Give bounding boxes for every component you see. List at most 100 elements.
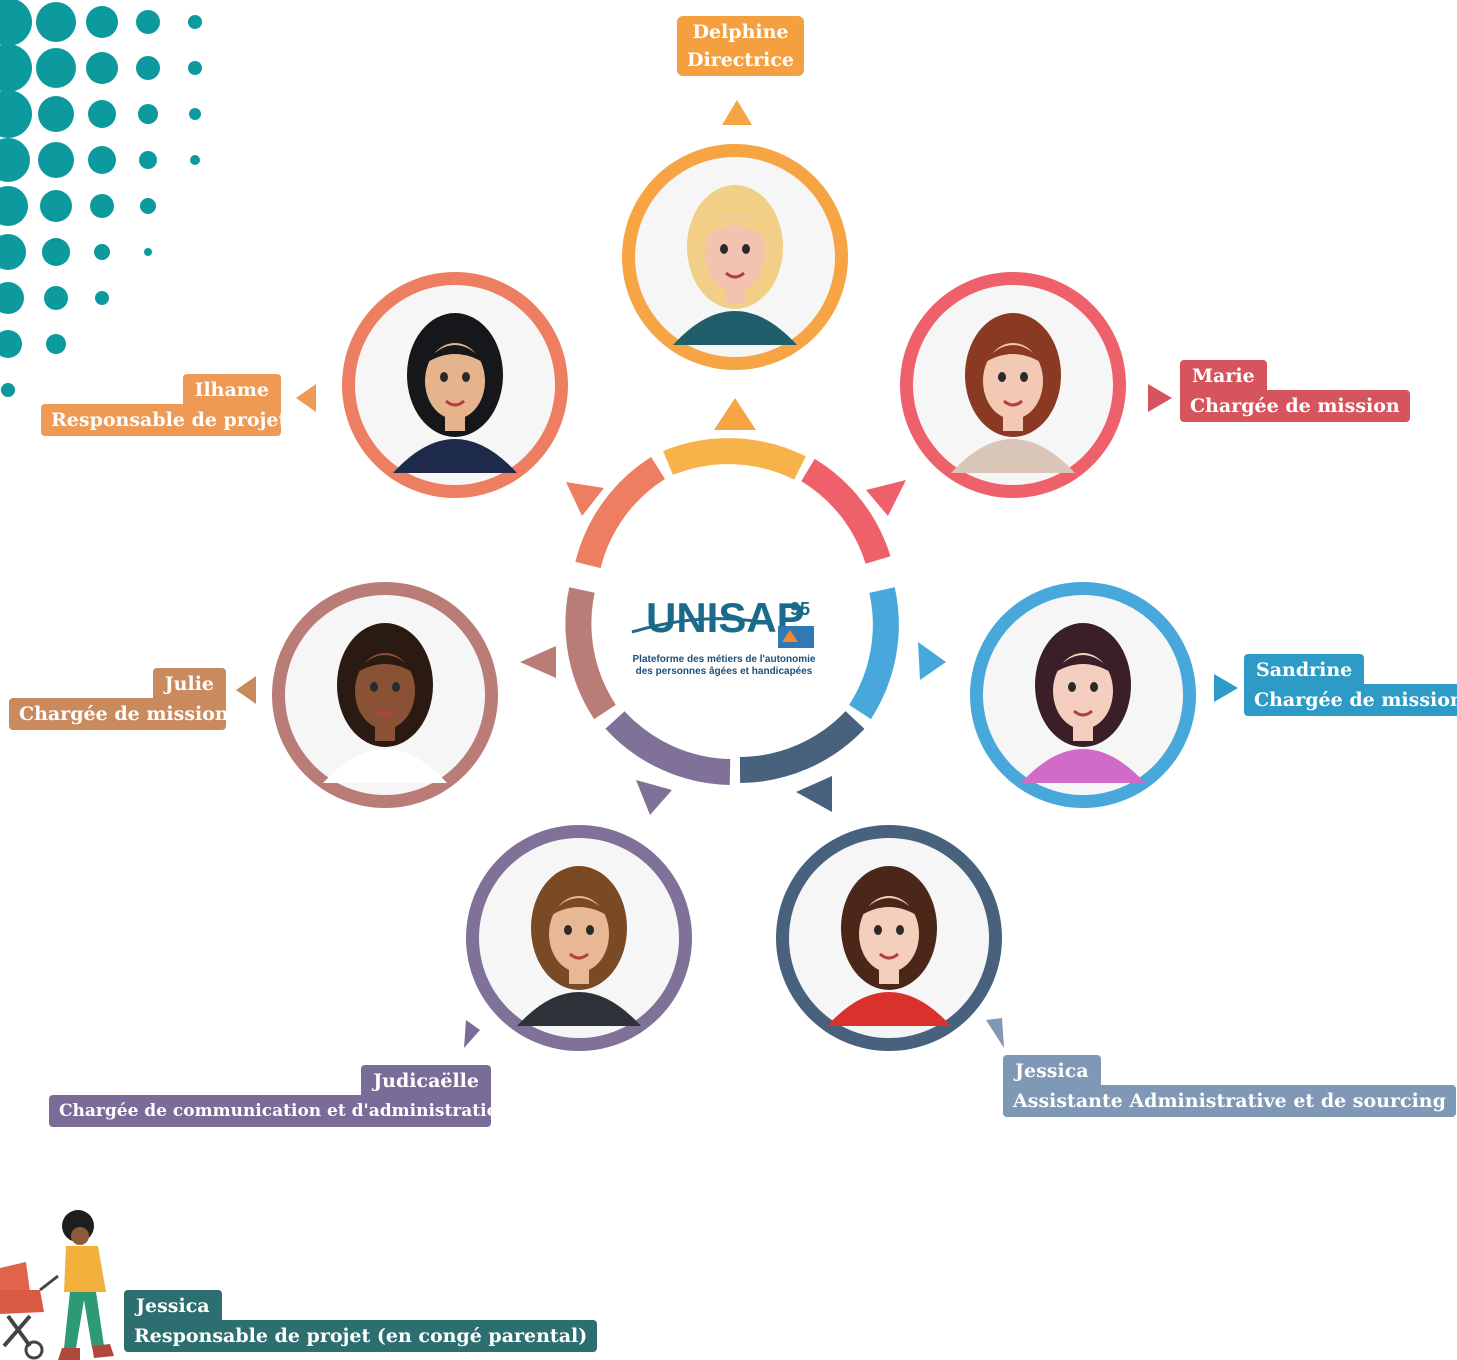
- decorative-dot: [136, 56, 160, 80]
- connector-arrows: [236, 100, 1238, 1048]
- decorative-dot: [88, 146, 116, 174]
- avatar-delphine: [622, 144, 848, 370]
- woman-with-stroller-icon: [0, 1210, 114, 1360]
- decorative-dot: [44, 286, 68, 310]
- avatar-julie: [272, 582, 498, 808]
- cycle-arc-left: [565, 587, 616, 720]
- label-name: Jessica: [124, 1290, 222, 1322]
- label-name: Judicaëlle: [361, 1065, 491, 1097]
- decorative-dot: [95, 291, 109, 305]
- label-jessica-parental-leave: Jessica Responsable de projet (en congé …: [124, 1290, 598, 1352]
- label-name: Julie: [152, 668, 226, 700]
- logo-brand-sup: 95: [790, 599, 810, 619]
- logo-badge: [778, 626, 814, 648]
- auburn-curly-woman-avatar: [951, 313, 1075, 473]
- decorative-dot: [86, 52, 118, 84]
- decorative-dot: [38, 142, 74, 178]
- decorative-dot: [0, 44, 32, 92]
- arrow-to-delphine-outer: [722, 100, 752, 125]
- logo-tagline-2: des personnes âgées et handicapées: [636, 666, 813, 677]
- label-delphine: Delphine Directrice: [677, 16, 805, 76]
- cycle-arc-top-right: [801, 458, 891, 565]
- decorative-dot: [90, 194, 114, 218]
- decorative-dot: [188, 61, 202, 75]
- cycle-arc-top: [663, 438, 806, 480]
- decorative-dot: [189, 108, 201, 120]
- decorative-dot: [0, 0, 32, 46]
- decorative-dot: [0, 186, 28, 226]
- decorative-dot: [140, 198, 156, 214]
- center-cycle: [565, 438, 899, 785]
- arrow-to-marie-inner: [866, 480, 906, 516]
- label-name: Jessica: [1003, 1055, 1101, 1087]
- dark-bob-woman-avatar: [1021, 623, 1145, 783]
- avatar-judicaelle: [466, 825, 692, 1051]
- label-role: Responsable de projet (en congé parental…: [124, 1320, 598, 1352]
- decorative-dot: [188, 15, 202, 29]
- arrow-to-julie-outer: [236, 676, 256, 704]
- avatar-ilhame: [342, 272, 568, 498]
- decorative-dot: [190, 155, 200, 165]
- arrow-to-ilhame-inner: [566, 482, 604, 516]
- label-role: Responsable de projet: [41, 404, 287, 436]
- decorative-dot: [0, 138, 30, 182]
- arrow-to-ilhame-outer: [296, 384, 316, 412]
- arrow-to-delphine-inner: [714, 398, 756, 430]
- decorative-dot: [139, 151, 157, 169]
- decorative-dot: [0, 90, 32, 138]
- arrow-to-marie-outer: [1148, 384, 1172, 412]
- decorative-dot: [36, 48, 76, 88]
- label-sandrine: Sandrine Chargée de mission: [1244, 654, 1457, 716]
- decorative-dot: [136, 10, 160, 34]
- unisap-logo: UNISAP 95 Plateforme des métiers de l'au…: [631, 594, 816, 677]
- retro-winking-woman-avatar: [827, 866, 951, 1026]
- label-name: Delphine: [677, 16, 805, 48]
- label-role: Chargée de communication et d'administra…: [49, 1095, 510, 1127]
- arrow-to-jessica-outer: [986, 1018, 1004, 1048]
- decorative-dot: [94, 244, 110, 260]
- curly-brown-woman-avatar: [517, 866, 641, 1026]
- arrow-to-judicaelle-outer: [464, 1020, 480, 1048]
- arrow-to-julie-inner: [520, 646, 556, 678]
- avatar-marie: [900, 272, 1126, 498]
- decorative-dot: [144, 248, 152, 256]
- logo-tagline-1: Plateforme des métiers de l'autonomie: [633, 654, 816, 665]
- arrow-to-sandrine-inner: [918, 642, 946, 680]
- member-circles: [272, 144, 1196, 1051]
- decorative-dot: [1, 383, 15, 397]
- arrow-to-judicaelle-inner: [636, 780, 672, 815]
- arrow-to-jessica-inner: [796, 776, 832, 812]
- cycle-arc-bottom-left: [605, 711, 731, 785]
- decorative-dot: [46, 334, 66, 354]
- blonde-woman-avatar: [673, 185, 797, 345]
- label-jessica-assistant: Jessica Assistante Administrative et de …: [1003, 1055, 1456, 1117]
- braided-hair-woman-avatar: [323, 623, 447, 783]
- decorative-dot-pattern: [0, 0, 202, 397]
- label-role: Chargée de mission: [9, 698, 229, 730]
- label-role: Directrice: [677, 44, 805, 76]
- avatar-jessica: [776, 825, 1002, 1051]
- cycle-arc-right: [848, 587, 899, 720]
- decorative-dot: [0, 330, 22, 358]
- decorative-dot: [0, 282, 24, 314]
- decorative-dot: [38, 96, 74, 132]
- decorative-dot: [40, 190, 72, 222]
- cycle-arc-top-left: [575, 457, 666, 569]
- label-role: Chargée de mission: [1180, 390, 1410, 422]
- label-name: Sandrine: [1244, 654, 1365, 686]
- decorative-dot: [138, 104, 158, 124]
- decorative-dot: [42, 238, 70, 266]
- label-judicaelle: Judicaëlle Chargée de communication et d…: [49, 1065, 510, 1127]
- decorative-dot: [0, 234, 26, 270]
- label-name: Marie: [1180, 360, 1267, 392]
- label-ilhame: Ilhame Responsable de projet: [41, 374, 287, 436]
- label-name: Ilhame: [182, 374, 281, 406]
- black-hair-woman-avatar: [393, 313, 517, 473]
- label-role: Chargée de mission: [1244, 684, 1457, 716]
- label-role: Assistante Administrative et de sourcing: [1003, 1085, 1456, 1117]
- decorative-dot: [86, 6, 118, 38]
- avatar-sandrine: [970, 582, 1196, 808]
- decorative-dot: [36, 2, 76, 42]
- label-marie: Marie Chargée de mission: [1180, 360, 1410, 422]
